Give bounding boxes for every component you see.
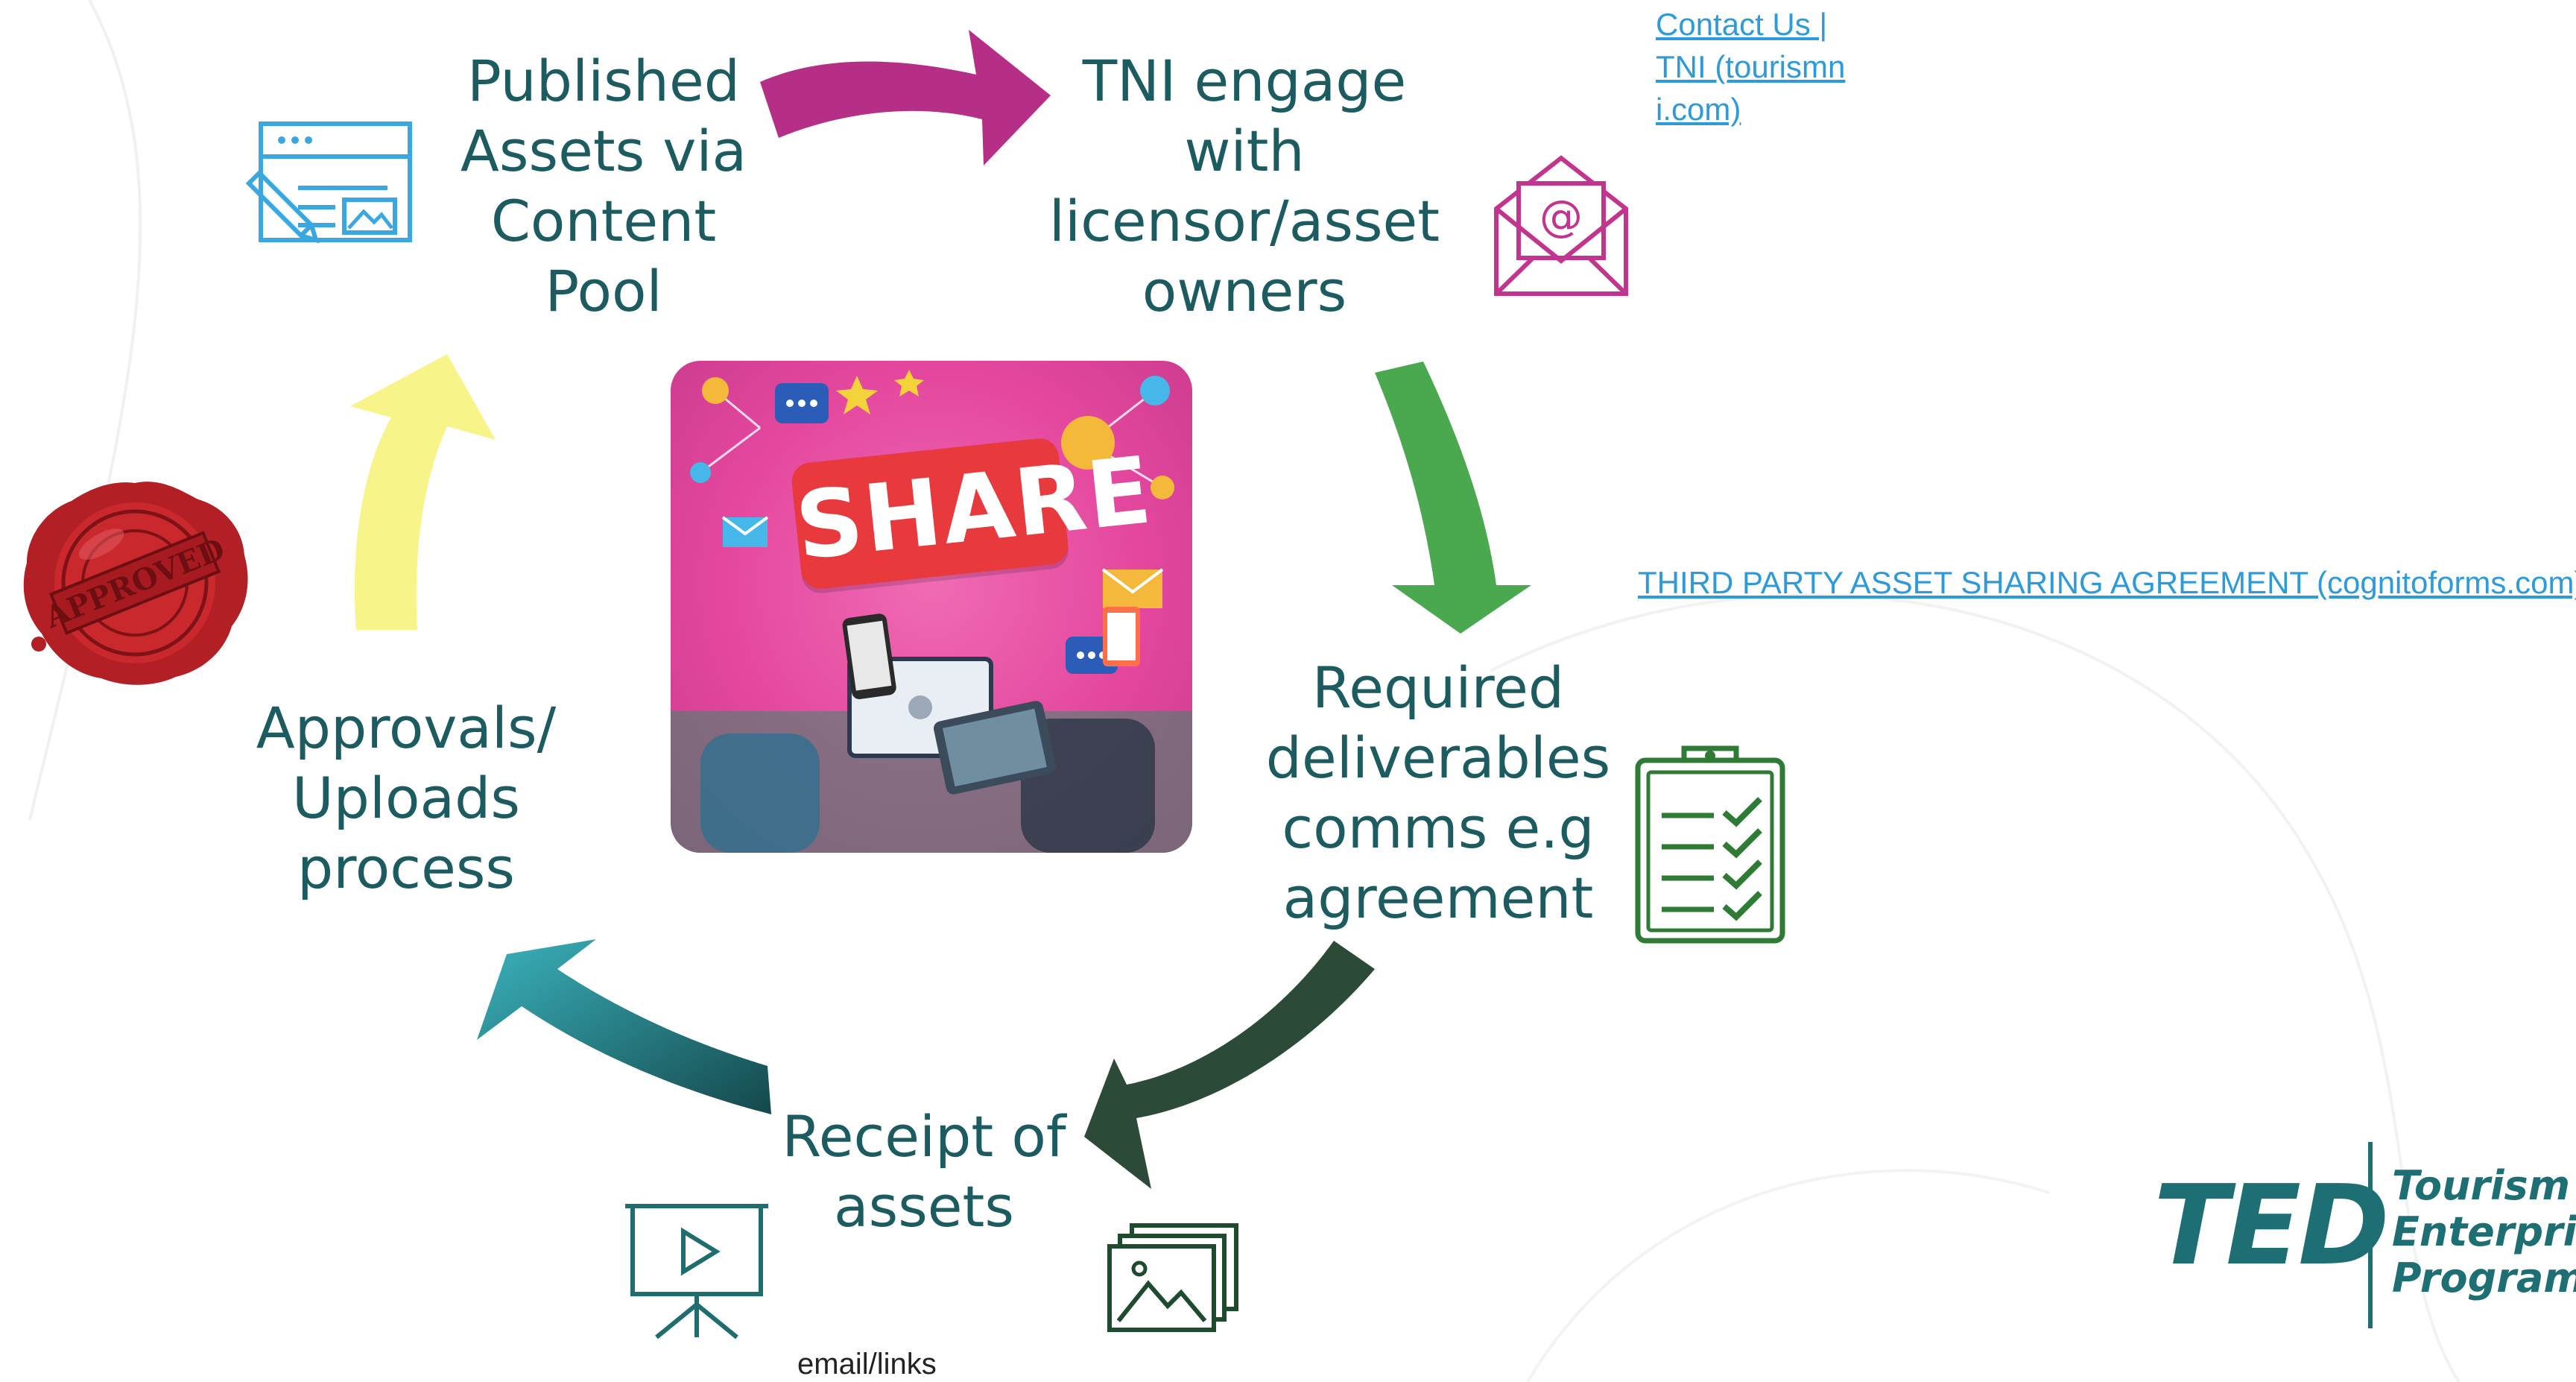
arrow-published-to-tni (760, 30, 1051, 165)
ted-logo-mark: TED (2153, 1161, 2390, 1290)
arrow-required-to-receipt (1084, 941, 1375, 1189)
contact-us-link[interactable]: Contact Us | TNI (tourismni.com) (1656, 7, 1846, 127)
ted-logo-divider (2368, 1142, 2373, 1328)
step-receipt-of-assets: Receipt of assets (782, 1103, 1066, 1240)
svg-text:@: @ (1539, 191, 1583, 242)
step-tni-engage: TNI engage with licensor/asset owners (1048, 48, 1440, 324)
email-envelope-icon: @ (1494, 155, 1628, 296)
ted-logo: TED Tourism Enterprise Programme (2146, 1133, 2576, 1334)
step-required-deliverables: Required deliverables comms e.g agreemen… (1265, 654, 1611, 931)
video-presentation-icon (625, 1204, 768, 1340)
arrow-approvals-to-published (350, 354, 496, 630)
email-links-note: email/links (797, 1348, 937, 1381)
asset-sharing-agreement-link[interactable]: THIRD PARTY ASSET SHARING AGREEMENT (cog… (1638, 565, 2576, 600)
step-approvals-uploads: Approvals/ Uploads process (256, 695, 557, 901)
image-gallery-icon (1107, 1223, 1238, 1332)
web-content-icon (246, 122, 412, 244)
checklist-clipboard-icon (1635, 745, 1785, 944)
ted-logo-wordmark: Tourism Enterprise Programme (2392, 1162, 2576, 1301)
approved-wax-seal-icon: APPROVED (23, 482, 248, 685)
arrow-receipt-to-approvals (477, 939, 771, 1114)
arrow-tni-to-required (1375, 362, 1531, 634)
step-published-assets: Published Assets via Content Pool (460, 48, 747, 324)
share-collage-image: SHARE (671, 361, 1192, 853)
